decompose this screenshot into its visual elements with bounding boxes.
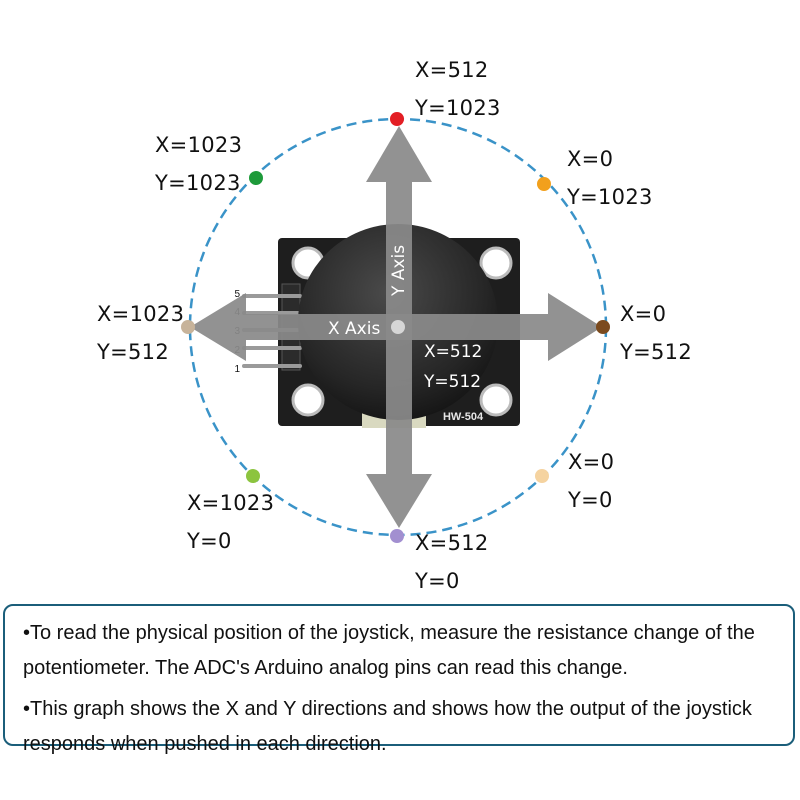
mount-hole-tr	[479, 246, 513, 280]
label-y: Y=512	[97, 340, 170, 364]
position-dot-top-right	[537, 177, 551, 191]
position-dot-bottom	[390, 529, 404, 543]
label-right: X=0 Y=512	[620, 302, 692, 378]
label-y: Y=1023	[567, 185, 653, 209]
label-y: Y=0	[187, 529, 232, 553]
label-y: Y=0	[568, 488, 613, 512]
position-dot-bottom-left	[246, 469, 260, 483]
board-label: HW-504	[443, 411, 484, 423]
label-left: X=1023 Y=512	[97, 302, 184, 378]
label-x: X=1023	[155, 133, 243, 157]
label-top: X=512 Y=1023	[415, 58, 501, 134]
center-dot	[391, 320, 405, 334]
center-y-value: Y=512	[423, 372, 481, 392]
position-dot-left	[181, 320, 195, 334]
diagram-canvas: 5 4 3 2 1 HW-504	[181, 112, 610, 543]
joystick-diagram: 5 4 3 2 1 HW-504	[97, 58, 692, 593]
y-axis-label: Y Axis	[389, 245, 409, 297]
label-bottom: X=512 Y=0	[415, 531, 489, 607]
mount-hole-bl	[291, 383, 325, 417]
position-dot-bottom-right	[535, 469, 549, 483]
label-x: X=0	[568, 450, 615, 474]
mount-hole-br	[479, 383, 513, 417]
label-top-left: X=1023 Y=1023	[155, 133, 242, 209]
label-bottom-left: X=1023 Y=0	[187, 491, 274, 567]
description-line-1: •To read the physical position of the jo…	[23, 622, 755, 679]
x-axis-label: X Axis	[328, 319, 380, 339]
label-top-right: X=0 Y=1023	[567, 147, 653, 223]
label-x: X=1023	[97, 302, 185, 326]
label-y: Y=0	[415, 569, 460, 593]
label-x: X=0	[567, 147, 614, 171]
description-box: •To read the physical position of the jo…	[3, 604, 795, 755]
center-x-value: X=512	[424, 342, 482, 362]
position-dot-top-left	[249, 171, 263, 185]
label-y: Y=1023	[415, 96, 501, 120]
pin-label: 5	[234, 289, 240, 300]
position-dots	[181, 112, 610, 543]
description-line-2: •This graph shows the X and Y directions…	[23, 698, 752, 755]
label-x: X=512	[415, 58, 489, 82]
position-dot-right	[596, 320, 610, 334]
label-y: Y=512	[620, 340, 693, 364]
label-bottom-right: X=0 Y=0	[568, 450, 614, 526]
position-dot-top	[390, 112, 404, 126]
pin-label: 1	[234, 364, 240, 375]
label-y: Y=1023	[155, 171, 241, 195]
label-x: X=512	[415, 531, 489, 555]
label-x: X=0	[620, 302, 667, 326]
label-x: X=1023	[187, 491, 275, 515]
